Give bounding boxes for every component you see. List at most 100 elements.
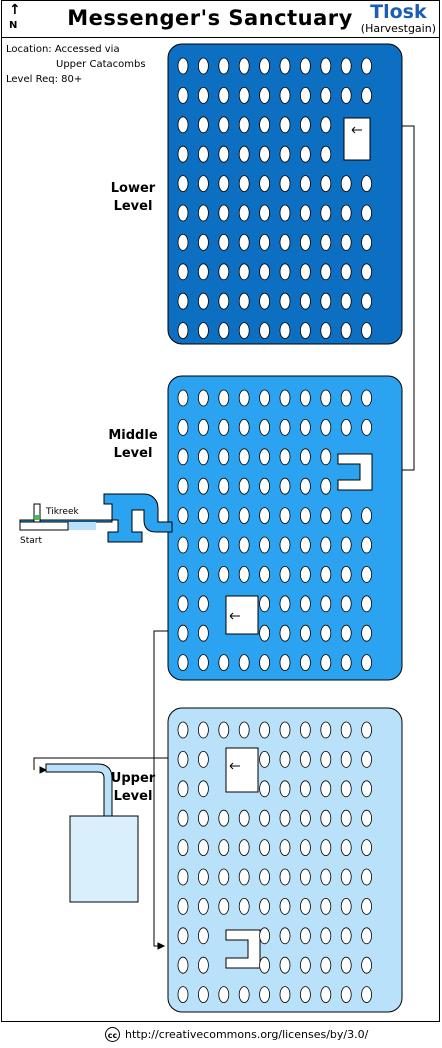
pillar-hole [340,263,352,281]
footer: cc http://creativecommons.org/licenses/b… [0,1026,442,1046]
pillar-hole [177,624,189,642]
pillar-hole [259,595,271,613]
pillar-hole [177,721,189,739]
pillar-hole [177,507,189,524]
pillar-hole [197,654,209,671]
pillar-hole [320,233,332,251]
pillar-hole [197,389,209,407]
pillar-hole [299,507,311,524]
tikreek-label: Tikreek [46,507,79,517]
pillar-hole [340,418,352,436]
pillar-hole [299,868,311,886]
pillar-hole [238,145,250,163]
pillar-hole [197,868,209,886]
pillar-hole [259,263,271,281]
pillar-hole [361,809,373,827]
header [1,0,440,38]
pillar-hole [218,87,230,104]
pillar-hole [177,868,189,886]
pillar-hole [320,145,332,163]
pillar-hole [177,233,189,251]
pillar-hole [197,986,209,1003]
pillar-hole [238,204,250,222]
pillar-hole [279,322,291,340]
lower-level-stairs [343,117,371,161]
pillar-hole [320,956,332,974]
pillar-hole [320,418,332,436]
pillar-hole [320,839,332,856]
pillar-hole [259,87,271,104]
pillar-hole [361,292,373,310]
lower-level-label-line2: Level [113,199,153,214]
pillar-hole [197,809,209,827]
pillar-hole [320,292,332,310]
pillar-hole [320,751,332,768]
pillar-hole [259,292,271,310]
upper-level-label-line2: Level [113,789,153,804]
pillar-hole [299,595,311,613]
pillar-hole [340,927,352,945]
pillar-hole [279,57,291,75]
pillar-hole [259,624,271,642]
pillar-hole [279,780,291,798]
pillar-hole [299,233,311,251]
pillar-hole [279,868,291,886]
pillar-hole [279,477,291,495]
pillar-hole [238,263,250,281]
pillar-hole [279,721,291,739]
pillar-hole [299,566,311,583]
pillar-hole [340,507,352,524]
upper-level-label-line1: Upper [110,771,156,786]
pillar-hole [299,898,311,915]
pillar-hole [197,566,209,583]
pillar-hole [197,477,209,495]
pillar-hole [299,204,311,222]
pillar-hole [299,175,311,193]
middle-level-label: Middle Level [108,427,158,463]
pillar-hole [320,868,332,886]
pillar-hole [238,233,250,251]
pillar-hole [177,809,189,827]
pillar-hole [340,780,352,798]
pillar-hole [218,292,230,310]
author-block: Tlosk (Harvestgain) [361,1,436,35]
pillar-hole [340,624,352,642]
pillar-hole [361,898,373,915]
upper-level-stairs [225,747,259,793]
pillar-hole [361,956,373,974]
map-info: Location: Accessed via Upper Catacombs L… [6,42,146,87]
pillar-hole [197,624,209,642]
pillar-hole [259,204,271,222]
pillar-hole [238,448,250,466]
pillar-hole [197,721,209,739]
pillar-hole [259,233,271,251]
pillar-hole [361,566,373,583]
pillar-hole [177,204,189,222]
pillar-hole [218,986,230,1003]
pillar-hole [361,868,373,886]
pillar-hole [218,175,230,193]
north-arrow-icon: ↑ [9,2,21,18]
pillar-hole [299,956,311,974]
pillar-hole [177,654,189,671]
arrow-upper-stair [39,766,48,774]
pillar-hole [259,654,271,671]
pillar-hole [259,322,271,340]
middle-level-room [337,453,373,491]
pillar-hole [197,751,209,768]
pillar-hole [299,536,311,554]
entry-passage-light [68,522,96,530]
pillar-hole [279,263,291,281]
pillar-hole [279,292,291,310]
pillar-hole [177,566,189,583]
pillar-hole [238,507,250,524]
upper-entry-room [69,815,139,903]
pillar-hole [238,986,250,1003]
pillar-hole [279,204,291,222]
pillar-hole [238,654,250,671]
pillar-hole [177,57,189,75]
license-link[interactable]: http://creativecommons.org/licenses/by/3… [125,1028,369,1041]
upper-level-label: Upper Level [108,770,158,806]
middle-level-stairs [225,595,259,635]
start-label: Start [20,536,42,546]
